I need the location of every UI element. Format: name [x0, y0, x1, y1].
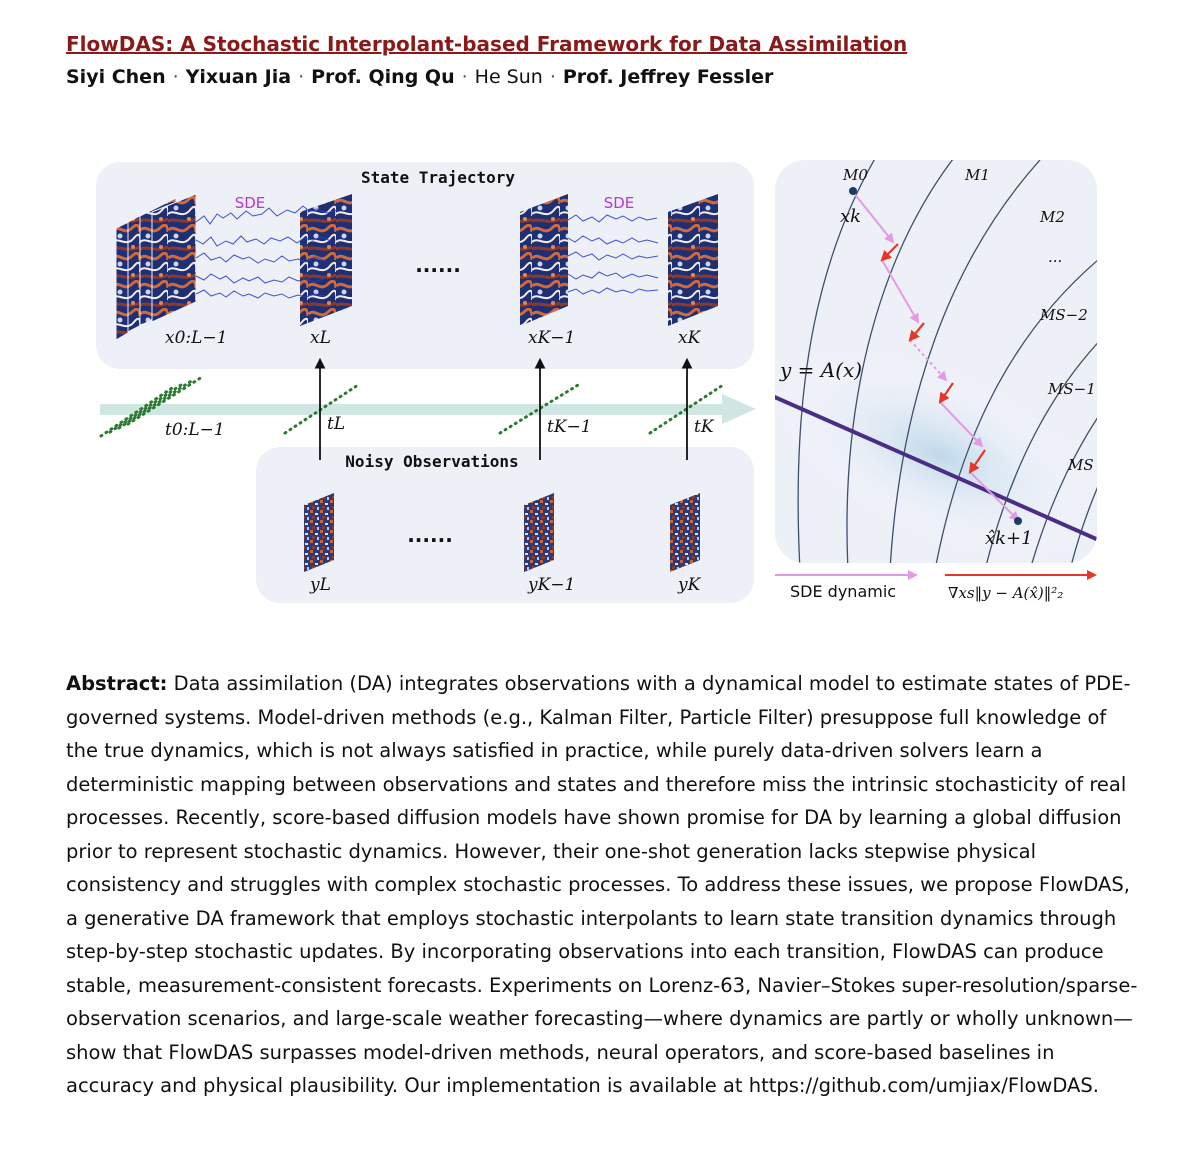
manifold-label: ... — [1048, 248, 1062, 266]
author-name: He Sun — [474, 66, 543, 88]
abstract: Abstract: Data assimilation (DA) integra… — [66, 667, 1141, 1103]
observation-label: yK — [677, 575, 702, 595]
author-list: Siyi Chen · Yixuan Jia · Prof. Qing Qu · He Su… — [66, 66, 773, 88]
author-name: Prof. Jeffrey Fessler — [562, 66, 774, 88]
state-frame-stack — [115, 193, 197, 341]
state-frame-xK — [668, 194, 718, 326]
manifold-curves — [797, 160, 1097, 563]
obs-frame-yK-1 — [524, 493, 554, 572]
observation-label: yL — [309, 575, 331, 595]
author-name: Yixuan Jia — [185, 66, 292, 88]
sde-label-left: SDE — [235, 194, 266, 212]
time-label: tK — [694, 417, 715, 437]
xhat-label: x̂k+1 — [985, 528, 1033, 549]
ellipsis-observations: ...... — [407, 523, 453, 547]
gradient-arrows — [880, 243, 986, 474]
paper-title[interactable]: FlowDAS: A Stochastic Interpolant-based … — [66, 32, 908, 56]
xk-label: xk — [840, 206, 861, 227]
manifold-label: M1 — [964, 166, 990, 184]
manifold-label: M2 — [1039, 208, 1065, 226]
author-separator: · — [461, 66, 468, 88]
state-trajectory-label: State Trajectory — [361, 168, 515, 187]
state-label: x0:L−1 — [165, 328, 227, 348]
observation-label: yK−1 — [527, 575, 575, 595]
manifold-label: MS — [1067, 456, 1094, 474]
ellipsis-states: ...... — [415, 253, 461, 277]
author-separator: · — [298, 66, 305, 88]
legend-sde-label: SDE dynamic — [790, 582, 896, 601]
state-frame-xK-1 — [520, 194, 568, 326]
constraint-glow — [775, 304, 1097, 563]
observation-arrows — [314, 357, 693, 460]
manifold-label: MS−1 — [1047, 380, 1096, 398]
author-separator: · — [172, 66, 179, 88]
obs-frame-yK — [670, 493, 700, 572]
abstract-label: Abstract: — [66, 672, 168, 695]
manifold-label: MS−2 — [1039, 306, 1088, 324]
state-label: xK−1 — [528, 328, 575, 348]
author-name: Prof. Qing Qu — [311, 66, 455, 88]
sde-paths-left — [195, 205, 338, 299]
noisy-observations-panel — [256, 447, 754, 603]
constraint-line — [775, 393, 1097, 547]
timeline-arrow — [100, 404, 725, 415]
sde-label-right: SDE — [604, 194, 635, 212]
state-label: xL — [310, 328, 331, 348]
sde-paths-right — [567, 214, 659, 295]
xk-point — [849, 187, 857, 195]
constraint-label: y = A(x) — [779, 358, 862, 382]
sde-dynamic-arrows — [852, 191, 1020, 522]
author-name: Siyi Chen — [66, 66, 166, 88]
state-trajectory-panel — [96, 162, 754, 369]
author-separator: · — [549, 66, 556, 88]
state-label: xK — [678, 328, 702, 348]
obs-frame-yL — [304, 493, 334, 572]
state-frame-xL — [300, 194, 352, 326]
time-label: tL — [327, 414, 345, 434]
manifold-label: M0 — [842, 166, 868, 184]
time-label: t0:L−1 — [165, 420, 225, 440]
xhat-point — [1014, 517, 1022, 525]
legend-grad-label: ∇xs‖y − A(x̂)‖²₂ — [948, 584, 1063, 602]
noisy-observations-label: Noisy Observations — [345, 452, 518, 471]
time-label: tK−1 — [547, 417, 592, 437]
method-figure: State Trajectory Noisy Observations SDE … — [96, 160, 1097, 603]
abstract-text: Data assimilation (DA) integrates observ… — [66, 672, 1138, 1097]
